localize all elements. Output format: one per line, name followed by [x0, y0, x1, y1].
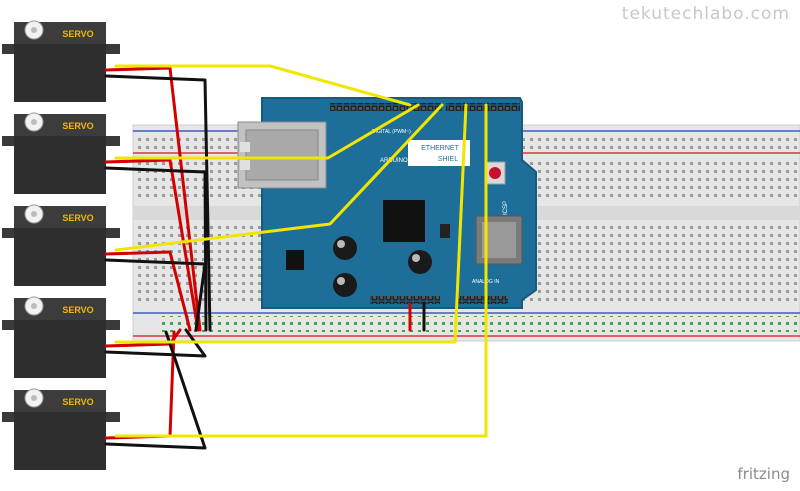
digital-header-right [446, 103, 520, 111]
servo-label: SERVO [62, 397, 93, 407]
capacitor-1 [333, 236, 357, 260]
reset-button-cap [489, 167, 501, 179]
signal-wire-5 [114, 103, 488, 438]
ethernet-shield: ETHERNET SHIEL ARDUINO DIGITAL (PWM~) IC… [237, 97, 537, 309]
ground-wire-1 [104, 74, 212, 332]
w5100-chip [383, 200, 425, 242]
signal-wire-4 [114, 103, 468, 344]
shield-label-plate [408, 140, 470, 166]
bottom-power-rail-holes [160, 316, 800, 332]
servo-1: SERVO [2, 20, 120, 102]
analog-header [458, 296, 508, 304]
power-wire-3 [104, 250, 192, 332]
ground-wire-4 [104, 328, 207, 358]
wire-group [104, 64, 488, 450]
servo-2: SERVO [2, 112, 120, 194]
servo-label: SERVO [62, 305, 93, 315]
signal-wire-3 [114, 103, 444, 252]
servo-label: SERVO [62, 121, 93, 131]
digital-label: DIGITAL (PWM~) [372, 129, 411, 135]
power-header [370, 296, 440, 304]
fritzing-logo-text: fritzing [737, 465, 790, 483]
digital-header-left [330, 103, 442, 111]
ground-wire-5 [104, 330, 207, 450]
shield-name-line1: ETHERNET [421, 145, 459, 152]
servo-label: SERVO [62, 29, 93, 39]
servo-5: SERVO [2, 388, 120, 470]
shield-brand: ARDUINO [380, 158, 408, 164]
power-wire-2 [104, 158, 200, 332]
servo-4: SERVO [2, 296, 120, 378]
power-wire-5 [104, 330, 176, 440]
power-wire-1 [104, 66, 202, 332]
voltage-regulator [286, 250, 304, 270]
icsp-label: ICSP [503, 201, 509, 215]
servo-label: SERVO [62, 213, 93, 223]
capacitor-2 [333, 273, 357, 297]
servo-3: SERVO [2, 204, 120, 286]
ground-wire-3 [104, 258, 207, 332]
shield-name-line2: SHIEL [438, 156, 458, 163]
signal-wire-1 [114, 64, 412, 107]
servo-group: SERVO SERVO SERVO SERVO SERVO [2, 20, 120, 470]
capacitor-3 [408, 250, 432, 274]
watermark-text: tekutechlabo.com [621, 4, 790, 24]
ground-wire-2 [104, 166, 208, 332]
signal-wire-2 [114, 103, 420, 160]
